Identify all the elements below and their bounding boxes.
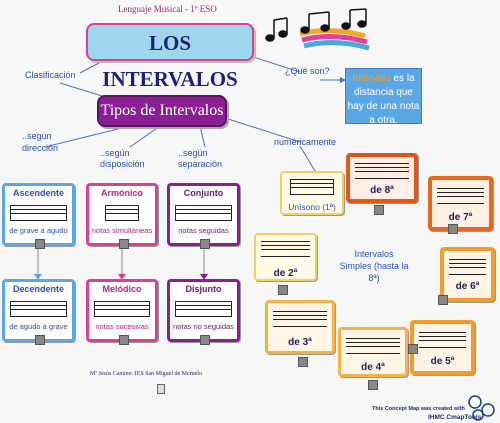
septima-label: de 7ª: [448, 212, 473, 223]
speaker-icon[interactable]: [35, 335, 45, 345]
intervalos-simples-label: Intervalos Simples (hasta la 8ª): [339, 249, 409, 283]
box-segunda[interactable]: de 2ª: [254, 233, 317, 281]
box-conjunto-title: Conjunto: [183, 188, 224, 198]
link-clasificacion[interactable]: Clasificación: [25, 70, 76, 80]
box-octava[interactable]: de 8ª: [346, 153, 418, 203]
box-descendente-sub: de agudo a grave: [9, 322, 68, 331]
box-armonico[interactable]: Armónico notas simultáneas: [86, 183, 158, 249]
definition-highlight: Intervalo: [352, 73, 391, 84]
box-descendente-title: Decendente: [12, 284, 65, 294]
staff-icon: [355, 163, 409, 179]
staff-icon: [10, 301, 67, 317]
box-conjunto-sub: notas seguidas: [178, 226, 229, 235]
subject-header: Lenguaje Musical - 1º ESO: [118, 4, 217, 14]
staff-icon: [10, 205, 67, 221]
speaker-icon[interactable]: [368, 380, 378, 390]
box-disjunto[interactable]: Disjunto notas no seguidas: [167, 279, 240, 345]
link-segun-direccion[interactable]: ..según dirección: [22, 131, 59, 153]
speaker-icon[interactable]: [35, 239, 45, 249]
staff-icon: [175, 205, 232, 221]
tipos-de-intervalos[interactable]: Tipos de Intervalos: [97, 95, 227, 127]
staff-icon: [437, 188, 484, 204]
link-segun-separacion[interactable]: ..según separación: [178, 148, 223, 169]
box-descendente[interactable]: Decendente de agudo a grave: [2, 279, 75, 345]
speaker-icon[interactable]: [374, 205, 384, 215]
staff-icon: [175, 301, 232, 317]
link-numericamente[interactable]: numéricamente: [274, 137, 337, 147]
octava-label: de 8ª: [370, 185, 394, 196]
staff-icon: [449, 259, 486, 275]
link-que-son[interactable]: ¿Qué son?: [285, 66, 330, 76]
speaker-icon[interactable]: [448, 224, 458, 234]
author-credit: Mª Jesús Camino. IES San Miguel de Merue…: [90, 371, 202, 377]
speaker-icon[interactable]: [298, 357, 308, 367]
speaker-icon[interactable]: [408, 344, 418, 354]
box-tercera[interactable]: de 3ª: [265, 300, 335, 354]
unison-label: Unísono (1ª): [288, 202, 336, 212]
main-title[interactable]: LOS INTERVALOS: [86, 23, 254, 91]
box-cuarta[interactable]: de 4ª: [338, 327, 408, 377]
speaker-icon[interactable]: [119, 239, 129, 249]
box-unisono[interactable]: Unísono (1ª): [280, 171, 344, 215]
box-armonico-sub: notas simultáneas: [91, 226, 153, 235]
cmap-credit-line2: IHMC CmapTools: [428, 414, 482, 421]
staff-icon: [346, 338, 400, 354]
staff-icon: [94, 301, 150, 317]
box-disjunto-sub: notas no seguidas: [173, 322, 234, 331]
box-ascendente-sub: de grave a agudo: [9, 226, 68, 235]
sexta-label: de 6ª: [455, 281, 480, 292]
box-ascendente[interactable]: Ascendente de grave a agudo: [2, 183, 75, 249]
speaker-icon[interactable]: [200, 239, 210, 249]
staff-icon: [273, 311, 327, 327]
quinta-label: de 5ª: [430, 356, 455, 367]
box-melodico-sub: notas sucesivas: [95, 322, 149, 331]
cmap-credit-line1: This Concept Map was created with: [372, 406, 465, 412]
speaker-icon[interactable]: [438, 295, 448, 305]
speaker-icon[interactable]: [200, 335, 210, 345]
box-quinta[interactable]: de 5ª: [410, 320, 475, 375]
definition-box[interactable]: Intervalo es la distancia que hay de una…: [345, 68, 422, 126]
segunda-label: de 2ª: [273, 268, 298, 279]
link-segun-disposicion[interactable]: ..según disposición: [100, 148, 145, 169]
box-conjunto[interactable]: Conjunto notas seguidas: [167, 183, 240, 249]
definition-text: es la distancia que hay de una nota a ot…: [347, 73, 420, 126]
staff-icon: [290, 179, 334, 195]
box-ascendente-title: Ascendente: [12, 188, 65, 198]
staff-icon: [261, 241, 310, 257]
document-icon[interactable]: [157, 384, 165, 394]
box-disjunto-title: Disjunto: [185, 284, 222, 294]
tercera-label: de 3ª: [288, 337, 312, 348]
staff-icon: [419, 332, 466, 348]
cuarta-label: de 4ª: [361, 362, 385, 373]
speaker-icon[interactable]: [119, 335, 129, 345]
box-sexta[interactable]: de 6ª: [440, 247, 495, 302]
box-melodico-title: Melódico: [102, 284, 142, 294]
box-melodico[interactable]: Melódico notas sucesivas: [86, 279, 158, 345]
box-armonico-title: Armónico: [100, 188, 143, 198]
speaker-icon[interactable]: [278, 285, 288, 295]
staff-icon: [105, 205, 139, 221]
box-septima[interactable]: de 7ª: [428, 176, 493, 231]
